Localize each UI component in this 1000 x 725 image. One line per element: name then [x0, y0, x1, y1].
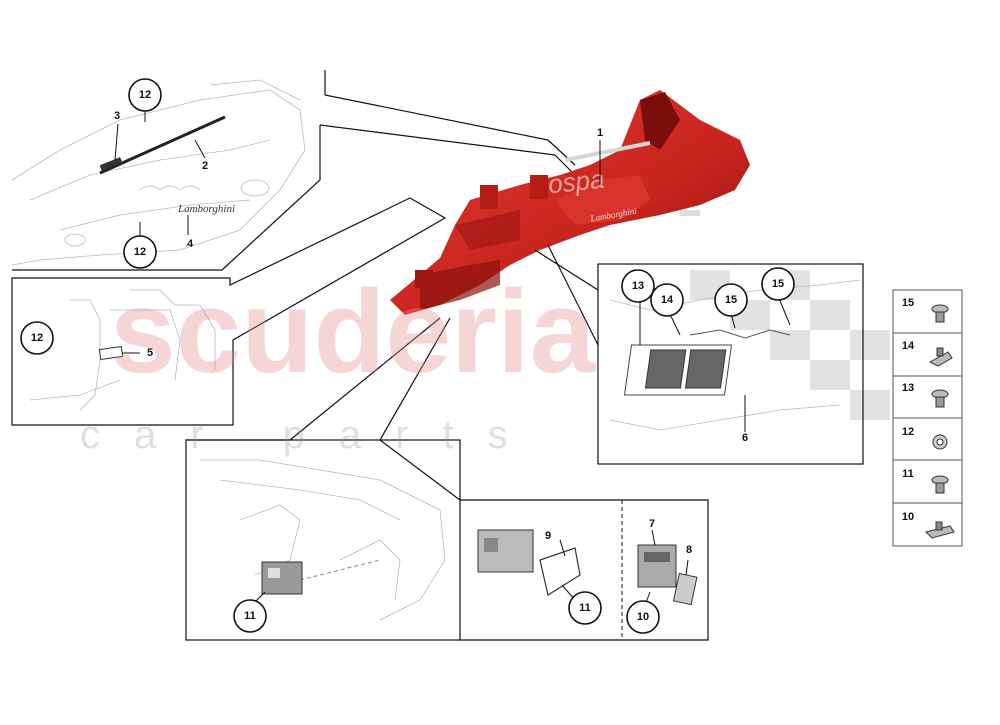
fastener-legend: 15 14 13 12 — [892, 289, 963, 547]
screw-icon — [931, 304, 949, 323]
label-4: 4 — [187, 238, 194, 250]
callout-10: 10 — [626, 600, 660, 634]
watermark-text: scuderia — [110, 266, 597, 398]
clip-icon — [928, 347, 953, 367]
svg-text:13: 13 — [632, 280, 644, 292]
inset-frame-top-left — [12, 125, 321, 271]
inset-vent-view — [609, 279, 861, 432]
svg-text:15: 15 — [902, 297, 914, 309]
label-1: 1 — [597, 127, 603, 139]
lamborghini-script-logo: Lamborghini — [177, 203, 235, 215]
dashboard-carrier-part: Lamborghini ospa — [390, 90, 750, 315]
inset-frame-vents — [597, 263, 864, 465]
screw-icon — [931, 389, 949, 408]
callout-15-b: 15 — [761, 267, 795, 301]
grommet-icon — [932, 434, 948, 450]
svg-text:11: 11 — [579, 602, 591, 614]
trim-strip-part — [99, 115, 226, 175]
svg-text:14: 14 — [902, 340, 915, 352]
inset-bracket-module-view — [477, 529, 581, 601]
svg-text:14: 14 — [661, 294, 674, 306]
svg-text:ospa: ospa — [547, 164, 606, 200]
callout-11-right: 11 — [568, 591, 602, 625]
inset-bracket-view — [29, 289, 216, 411]
checkered-flag-background — [690, 270, 890, 420]
label-6: 6 — [742, 432, 748, 444]
callout-13: 13 — [621, 269, 655, 303]
svg-text:15: 15 — [772, 278, 784, 290]
svg-text:12: 12 — [31, 332, 43, 344]
legend-row-14: 14 — [902, 340, 953, 367]
callout-11-left: 11 — [233, 599, 267, 633]
inset-frame-left-middle — [11, 197, 447, 426]
legend-row-10: 10 — [902, 511, 955, 539]
trim-strip-highlight — [564, 141, 651, 162]
inset-frame-bottom-right — [460, 499, 709, 641]
label-5: 5 — [147, 347, 153, 359]
label-3: 3 — [114, 110, 120, 122]
callout-12-mid: 12 — [123, 235, 157, 269]
label-8: 8 — [686, 544, 692, 556]
svg-text:11: 11 — [902, 468, 914, 480]
label-7: 7 — [649, 518, 655, 530]
legend-row-13: 13 — [902, 382, 949, 408]
inset-trim-strip: Lamborghini — [11, 79, 306, 266]
inset-connector-view — [637, 529, 698, 606]
clip-icon — [925, 521, 955, 539]
svg-text:10: 10 — [902, 511, 914, 523]
legend-row-15: 15 — [902, 297, 949, 323]
callout-14: 14 — [650, 283, 684, 317]
callout-12-top: 12 — [128, 78, 162, 112]
svg-text:15: 15 — [725, 294, 737, 306]
emblem-part — [99, 157, 123, 171]
svg-text:10: 10 — [637, 611, 649, 623]
svg-text:11: 11 — [244, 610, 256, 622]
callout-15-a: 15 — [714, 283, 748, 317]
watermark-subtext: car parts — [80, 413, 542, 457]
label-2: 2 — [202, 160, 208, 172]
svg-text:12: 12 — [902, 426, 914, 438]
svg-text:12: 12 — [134, 246, 146, 258]
svg-text:13: 13 — [902, 382, 914, 394]
svg-text:12: 12 — [139, 89, 151, 101]
legend-row-11: 11 — [902, 468, 949, 494]
legend-row-12: 12 — [902, 426, 948, 450]
inset-frame-bottom-left — [185, 439, 461, 641]
screw-icon — [931, 475, 949, 494]
inset-module-view — [200, 459, 446, 621]
label-9: 9 — [545, 530, 551, 542]
callout-12-left: 12 — [20, 321, 54, 355]
